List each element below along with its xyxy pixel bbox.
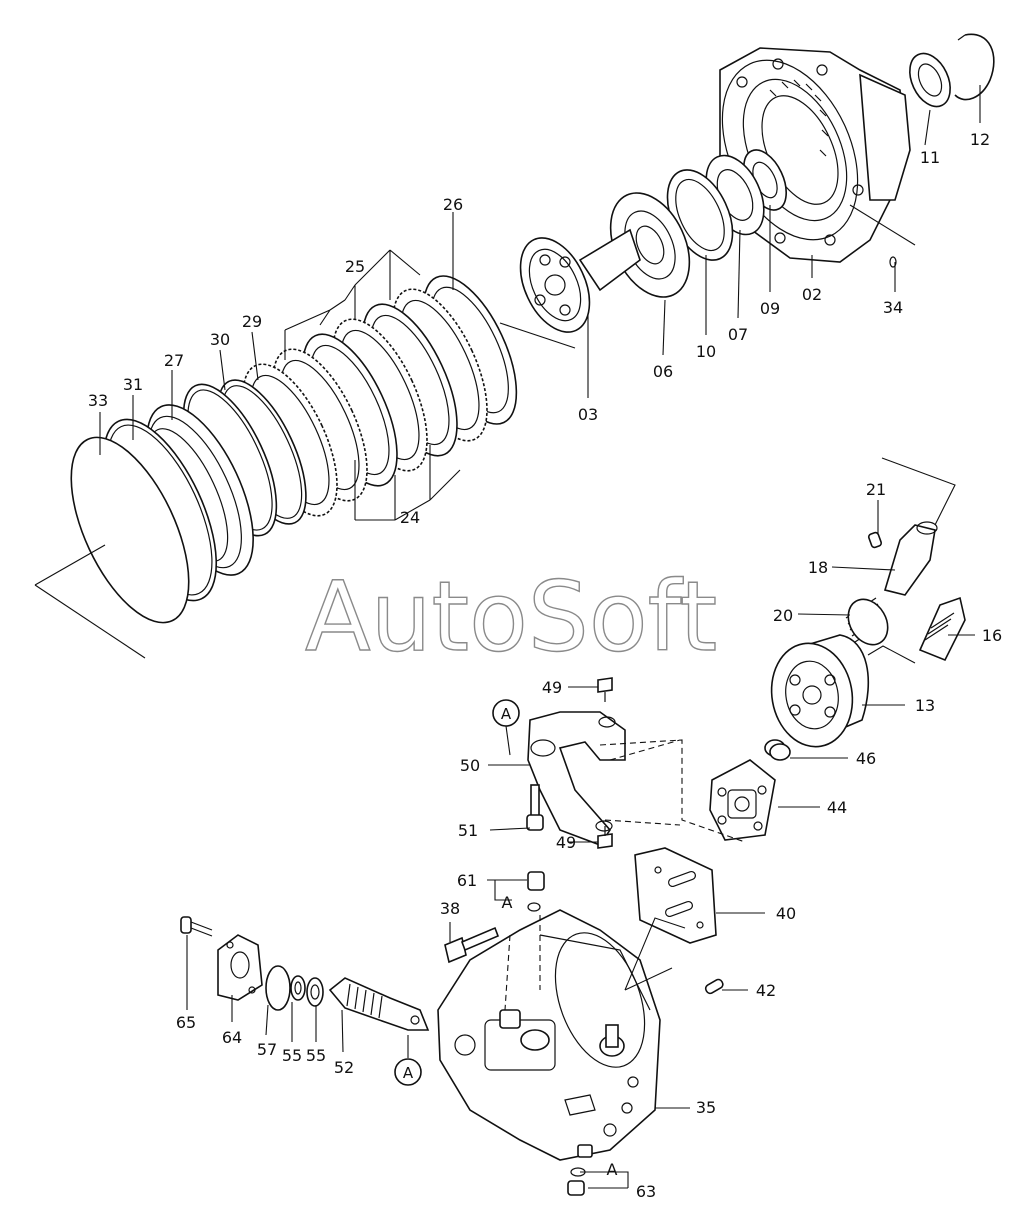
- ring-55-b: [306, 977, 324, 1007]
- bolt-51: [526, 784, 544, 831]
- label-09: 09: [760, 299, 780, 318]
- label-44: 44: [827, 798, 847, 817]
- label-49-bottom: 49: [556, 833, 576, 852]
- label-24: 24: [400, 508, 420, 527]
- label-18: 18: [808, 558, 828, 577]
- label-16: 16: [982, 626, 1002, 645]
- part-number-labels: 12 11 02 34 09 07 10 06 03 26 25 29 30 2…: [88, 130, 1002, 1201]
- callout-a-plug-61: A: [502, 893, 513, 912]
- flange-64: [217, 934, 263, 1001]
- label-34: 34: [883, 298, 903, 317]
- label-31: 31: [123, 375, 143, 394]
- label-25: 25: [345, 257, 365, 276]
- plug-63: [567, 1167, 586, 1196]
- plug-61: [527, 871, 545, 912]
- callout-a-plug-63: A: [607, 1160, 618, 1179]
- label-50: 50: [460, 756, 480, 775]
- bolt-49-top: [597, 677, 613, 702]
- shaft-gear-03: [519, 228, 641, 333]
- shaft-52: [328, 977, 430, 1031]
- label-20: 20: [773, 606, 793, 625]
- spool-18: [883, 521, 938, 596]
- label-02: 02: [802, 285, 822, 304]
- label-07: 07: [728, 325, 748, 344]
- valve-plate-44: [709, 759, 776, 841]
- spring-20: [845, 597, 889, 646]
- label-64: 64: [222, 1028, 242, 1047]
- snap-ring-12: [954, 33, 995, 101]
- o-ring-57: [265, 965, 291, 1011]
- label-55-b: 55: [306, 1046, 326, 1065]
- label-51: 51: [458, 821, 478, 840]
- label-63: 63: [636, 1182, 656, 1201]
- pin-42: [704, 978, 724, 995]
- callout-a-swash: A: [492, 699, 520, 727]
- callout-a-shaft: A: [394, 1058, 422, 1086]
- cover-plate-40: [634, 847, 717, 944]
- label-40: 40: [776, 904, 796, 923]
- bearing-06: [609, 192, 691, 298]
- label-46: 46: [856, 749, 876, 768]
- label-30: 30: [210, 330, 230, 349]
- label-06: 06: [653, 362, 673, 381]
- label-03: 03: [578, 405, 598, 424]
- label-13: 13: [915, 696, 935, 715]
- label-10: 10: [696, 342, 716, 361]
- label-35: 35: [696, 1098, 716, 1117]
- label-21: 21: [866, 480, 886, 499]
- label-12: 12: [970, 130, 990, 149]
- o-ring-34: [889, 256, 897, 268]
- watermark-text: AutoSoft: [305, 561, 717, 673]
- exploded-axis-lines: [34, 204, 956, 1011]
- label-55-a: 55: [282, 1046, 302, 1065]
- label-57: 57: [257, 1040, 277, 1059]
- label-29: 29: [242, 312, 262, 331]
- label-49-top: 49: [542, 678, 562, 697]
- plunger-16: [918, 596, 966, 662]
- label-33: 33: [88, 391, 108, 410]
- svg-text:A: A: [403, 1064, 414, 1082]
- bushing-46: [764, 739, 791, 761]
- label-26: 26: [443, 195, 463, 214]
- label-11: 11: [920, 148, 940, 167]
- ring-55-a: [290, 975, 306, 1001]
- label-42: 42: [756, 981, 776, 1000]
- label-61: 61: [457, 871, 477, 890]
- label-52: 52: [334, 1058, 354, 1077]
- o-ring-33: [70, 436, 190, 624]
- label-27: 27: [164, 351, 184, 370]
- rotor-13: [770, 634, 869, 748]
- motor-body-35: [437, 909, 661, 1161]
- seal-11: [909, 52, 951, 108]
- bolt-49-bottom: [597, 826, 613, 849]
- svg-text:A: A: [501, 705, 512, 723]
- label-65: 65: [176, 1013, 196, 1032]
- bolt-38: [444, 926, 500, 964]
- bolt-65: [180, 916, 213, 937]
- label-38: 38: [440, 899, 460, 918]
- pin-21: [867, 531, 883, 549]
- leader-lines: [99, 85, 981, 1189]
